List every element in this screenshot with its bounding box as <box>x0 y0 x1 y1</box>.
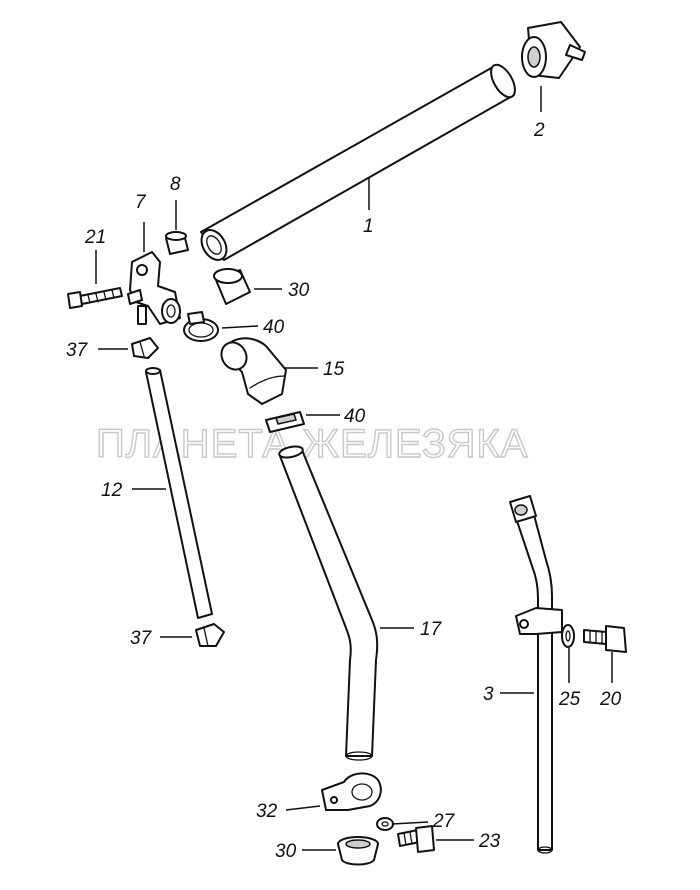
leader-lines <box>95 86 613 851</box>
part-30-sleeve-top <box>213 268 251 305</box>
callout-23: 23 <box>478 831 501 852</box>
part-25-washer <box>561 624 575 648</box>
callout-37-top: 37 <box>66 340 89 361</box>
part-21-bolt <box>67 287 123 309</box>
callout-30-top: 30 <box>288 280 310 301</box>
part-37-clip-bottom <box>195 623 225 647</box>
callout-20: 20 <box>599 689 622 710</box>
callout-12: 12 <box>101 480 123 501</box>
part-27-washer <box>376 817 394 831</box>
part-15-elbow <box>220 337 287 405</box>
callout-15: 15 <box>323 359 345 380</box>
callout-37-bottom: 37 <box>130 628 153 649</box>
callout-labels: 1 2 3 7 8 12 15 17 20 21 23 25 27 30 30 … <box>66 120 622 862</box>
callout-40-lower: 40 <box>344 406 366 427</box>
part-20-bolt <box>583 625 627 653</box>
part-3-dipstick-tube <box>509 495 563 854</box>
part-7-fitting <box>127 251 181 325</box>
callout-8: 8 <box>170 174 181 195</box>
part-23-bolt <box>397 825 435 853</box>
part-12-hose <box>145 367 213 619</box>
part-32-clamp <box>321 772 382 811</box>
callout-27: 27 <box>432 811 456 832</box>
part-8-bushing <box>165 231 189 255</box>
callout-1: 1 <box>363 216 374 237</box>
callout-17: 17 <box>420 619 443 640</box>
callout-40-top: 40 <box>263 317 285 338</box>
callout-3: 3 <box>483 684 494 705</box>
part-17-bent-pipe <box>278 445 379 761</box>
callout-32: 32 <box>256 801 278 822</box>
callout-30-bottom: 30 <box>275 841 297 862</box>
part-2-end-cap <box>521 21 586 79</box>
part-37-clip-top <box>131 337 159 359</box>
part-30-sleeve-bottom <box>337 836 379 866</box>
part-1-long-tube <box>200 63 516 261</box>
callout-2: 2 <box>533 120 545 141</box>
callout-7: 7 <box>135 192 147 213</box>
part-40-clamp-lower <box>265 411 305 433</box>
callout-21: 21 <box>84 227 106 248</box>
callout-25: 25 <box>558 689 581 710</box>
part-40-clamp-top <box>183 311 219 342</box>
